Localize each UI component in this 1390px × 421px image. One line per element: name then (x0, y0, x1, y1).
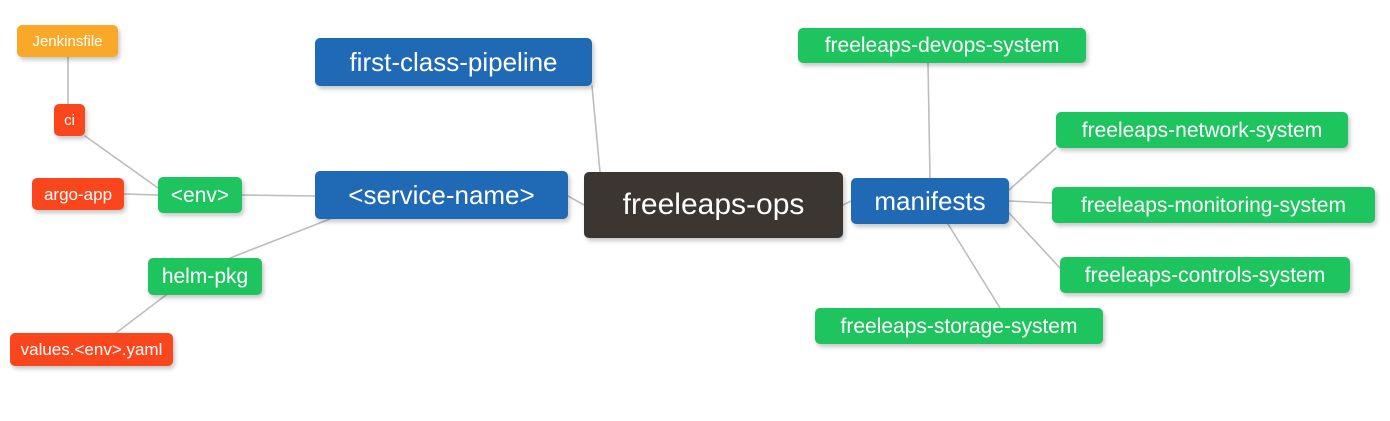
node-service-name[interactable]: <service-name> (315, 171, 568, 219)
edge-service-name-to-helm-pkg (229, 218, 331, 259)
node-freeleaps-ops[interactable]: freeleaps-ops (584, 172, 843, 238)
edge-manifests-to-freeleaps-monitoring-system (1008, 200, 1053, 204)
edge-freeleaps-ops-to-first-class-pipeline (591, 85, 601, 173)
node-values-env-yaml[interactable]: values.<env>.yaml (10, 333, 173, 366)
node-first-class-pipeline[interactable]: first-class-pipeline (315, 38, 592, 86)
edge-manifests-to-freeleaps-devops-system (927, 62, 931, 179)
node-ci[interactable]: ci (54, 104, 85, 136)
edge-manifests-to-freeleaps-network-system (1008, 147, 1057, 191)
node-argo-app[interactable]: argo-app (32, 178, 124, 210)
node-label-argo-app: argo-app (43, 184, 113, 204)
node-label-freeleaps-storage-system: freeleaps-storage-system (840, 314, 1078, 338)
node-label-freeleaps-monitoring-system: freeleaps-monitoring-system (1081, 193, 1346, 217)
edge-service-name-to-env (241, 194, 316, 197)
edge-env-to-argo-app (123, 193, 159, 196)
node-label-freeleaps-ops: freeleaps-ops (622, 188, 805, 221)
node-manifests[interactable]: manifests (851, 178, 1009, 224)
node-label-first-class-pipeline: first-class-pipeline (349, 47, 558, 77)
edge-freeleaps-ops-to-service-name (567, 195, 585, 206)
node-env[interactable]: <env> (158, 177, 242, 213)
edge-freeleaps-ops-to-manifests (842, 200, 852, 206)
node-label-service-name: <service-name> (348, 180, 535, 210)
node-freeleaps-network-system[interactable]: freeleaps-network-system (1056, 112, 1348, 148)
node-jenkinsfile[interactable]: Jenkinsfile (17, 25, 118, 57)
edge-manifests-to-freeleaps-storage-system (947, 223, 1001, 309)
node-freeleaps-monitoring-system[interactable]: freeleaps-monitoring-system (1052, 187, 1375, 223)
node-freeleaps-storage-system[interactable]: freeleaps-storage-system (815, 308, 1103, 344)
node-label-values-env-yaml: values.<env>.yaml (20, 340, 163, 359)
node-label-manifests: manifests (874, 186, 986, 216)
node-label-ci: ci (64, 111, 75, 129)
node-label-freeleaps-controls-system: freeleaps-controls-system (1084, 263, 1326, 287)
node-freeleaps-controls-system[interactable]: freeleaps-controls-system (1060, 257, 1350, 293)
node-label-freeleaps-network-system: freeleaps-network-system (1081, 118, 1323, 142)
node-label-env: <env> (170, 183, 230, 207)
node-label-freeleaps-devops-system: freeleaps-devops-system (824, 34, 1060, 57)
edge-helm-pkg-to-values-env-yaml (115, 294, 167, 334)
node-helm-pkg[interactable]: helm-pkg (148, 258, 262, 295)
node-label-jenkinsfile: Jenkinsfile (32, 32, 103, 50)
node-freeleaps-devops-system[interactable]: freeleaps-devops-system (798, 28, 1086, 63)
node-label-helm-pkg: helm-pkg (161, 265, 249, 288)
